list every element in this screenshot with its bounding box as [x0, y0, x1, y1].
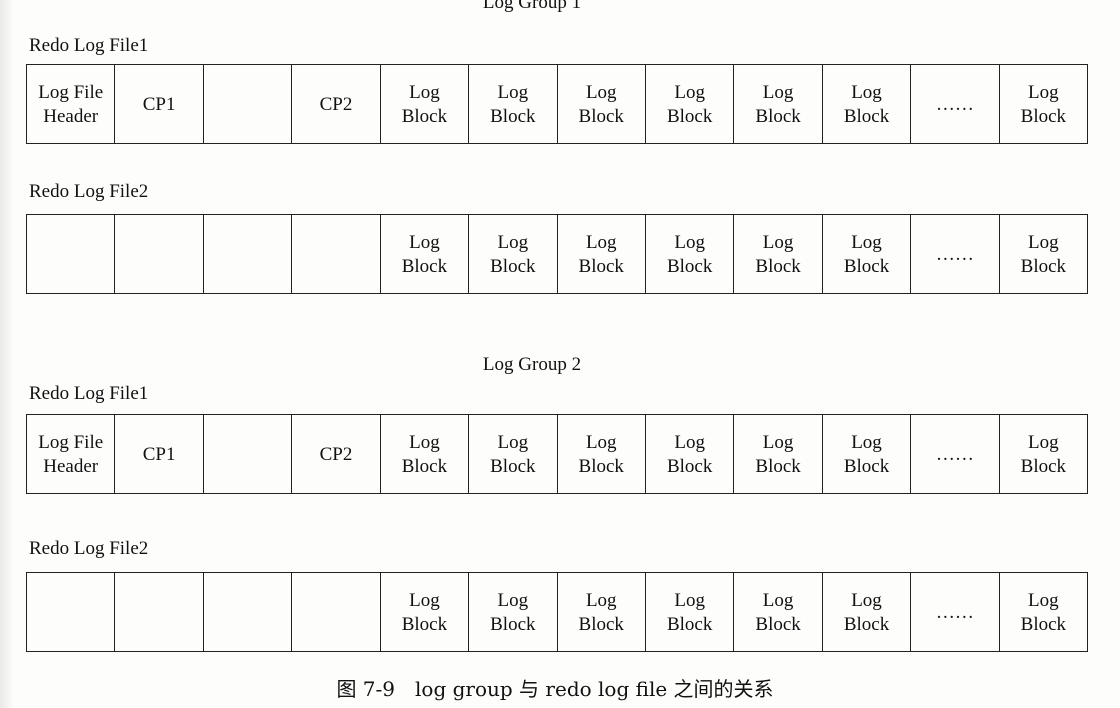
- ellipsis-cell: ……: [910, 65, 998, 143]
- log-block-cell: Log Block: [733, 415, 821, 493]
- log-block-cell: Log Block: [733, 65, 821, 143]
- log-block-cell: Log Block: [998, 65, 1087, 143]
- log-block-cell: Log Block: [379, 65, 468, 143]
- log-block-cell: Log Block: [468, 215, 556, 293]
- page-edge-shadow: [0, 0, 14, 708]
- log-file-header-cell: Log File Header: [38, 82, 104, 127]
- log-block-cell: Log Block: [733, 573, 821, 651]
- log-block-cell: Log Block: [556, 215, 645, 293]
- cell-empty: [202, 415, 291, 493]
- checkpoint-2-cell: CP2: [291, 415, 379, 493]
- cell-empty: [291, 573, 379, 651]
- cell-empty: [114, 215, 202, 293]
- log-block-cell: Log Block: [821, 415, 910, 493]
- file-label-g2-f1: Redo Log File1: [29, 383, 149, 404]
- log-block-cell: Log Block: [644, 573, 733, 651]
- group-title-2: Log Group 2: [482, 354, 582, 375]
- log-block-cell: Log Block: [468, 415, 556, 493]
- cell-empty: [202, 65, 291, 143]
- log-block-cell: Log Block: [821, 215, 910, 293]
- log-block-cell: Log Block: [379, 573, 468, 651]
- log-block-cell: Log Block: [379, 415, 468, 493]
- ellipsis-cell: ……: [910, 573, 998, 651]
- log-block-cell: Log Block: [644, 215, 733, 293]
- log-block-cell: Log Block: [821, 65, 910, 143]
- log-block-cell: Log Block: [556, 415, 645, 493]
- file-label-g2-f2: Redo Log File2: [29, 538, 149, 559]
- log-block-cell: Log Block: [468, 573, 556, 651]
- checkpoint-1-cell: CP1: [114, 415, 202, 493]
- log-block-cell: Log Block: [998, 415, 1087, 493]
- checkpoint-1-cell: CP1: [114, 65, 202, 143]
- log-file-header-cell: Log File Header: [38, 432, 104, 477]
- group-title-1: Log Group 1: [482, 0, 582, 13]
- file-label-g1-f2: Redo Log File2: [29, 181, 149, 202]
- log-block-cell: Log Block: [998, 215, 1087, 293]
- log-block-cell: Log Block: [644, 65, 733, 143]
- cell-empty: [291, 215, 379, 293]
- log-block-cell: Log Block: [821, 573, 910, 651]
- figure-caption: 图 7-9 log group 与 redo log file 之间的关系: [336, 677, 774, 701]
- file-label-g1-f1: Redo Log File1: [29, 35, 149, 56]
- cell-empty: [27, 573, 114, 651]
- log-block-cell: Log Block: [468, 65, 556, 143]
- ellipsis-cell: ……: [910, 415, 998, 493]
- ellipsis-cell: ……: [910, 215, 998, 293]
- log-block-cell: Log Block: [379, 215, 468, 293]
- log-block-cell: Log Block: [556, 65, 645, 143]
- log-block-cell: Log Block: [644, 415, 733, 493]
- cell-empty: [202, 215, 291, 293]
- cell-empty: [202, 573, 291, 651]
- log-block-cell: Log Block: [556, 573, 645, 651]
- log-block-cell: Log Block: [733, 215, 821, 293]
- checkpoint-2-cell: CP2: [291, 65, 379, 143]
- cell-empty: [114, 573, 202, 651]
- cell-empty: [27, 215, 114, 293]
- log-block-cell: Log Block: [998, 573, 1087, 651]
